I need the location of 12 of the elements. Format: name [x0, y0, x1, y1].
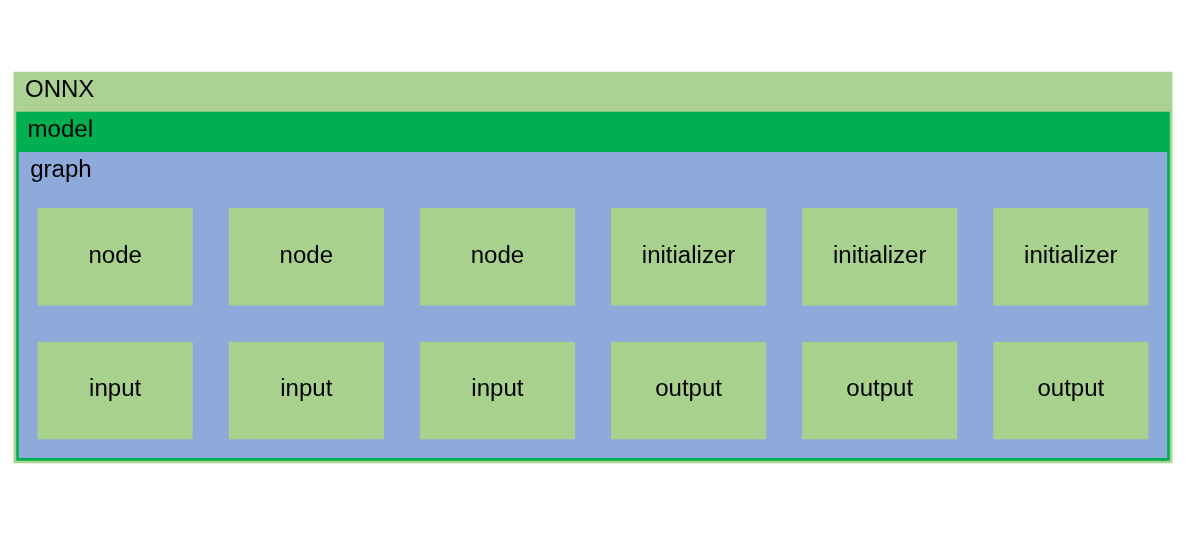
node-box: input	[37, 341, 193, 440]
node-box: initializer	[993, 208, 1149, 306]
node-box: initializer	[802, 208, 958, 306]
node-box: initializer	[611, 208, 767, 306]
node-box: node	[37, 208, 193, 306]
node-box: output	[802, 341, 958, 440]
node-box: output	[611, 341, 767, 440]
node-box: input	[419, 341, 575, 440]
node-box: node	[228, 208, 384, 306]
node-box: input	[228, 341, 384, 440]
node-box: node	[419, 208, 575, 306]
node-box: output	[993, 341, 1149, 440]
